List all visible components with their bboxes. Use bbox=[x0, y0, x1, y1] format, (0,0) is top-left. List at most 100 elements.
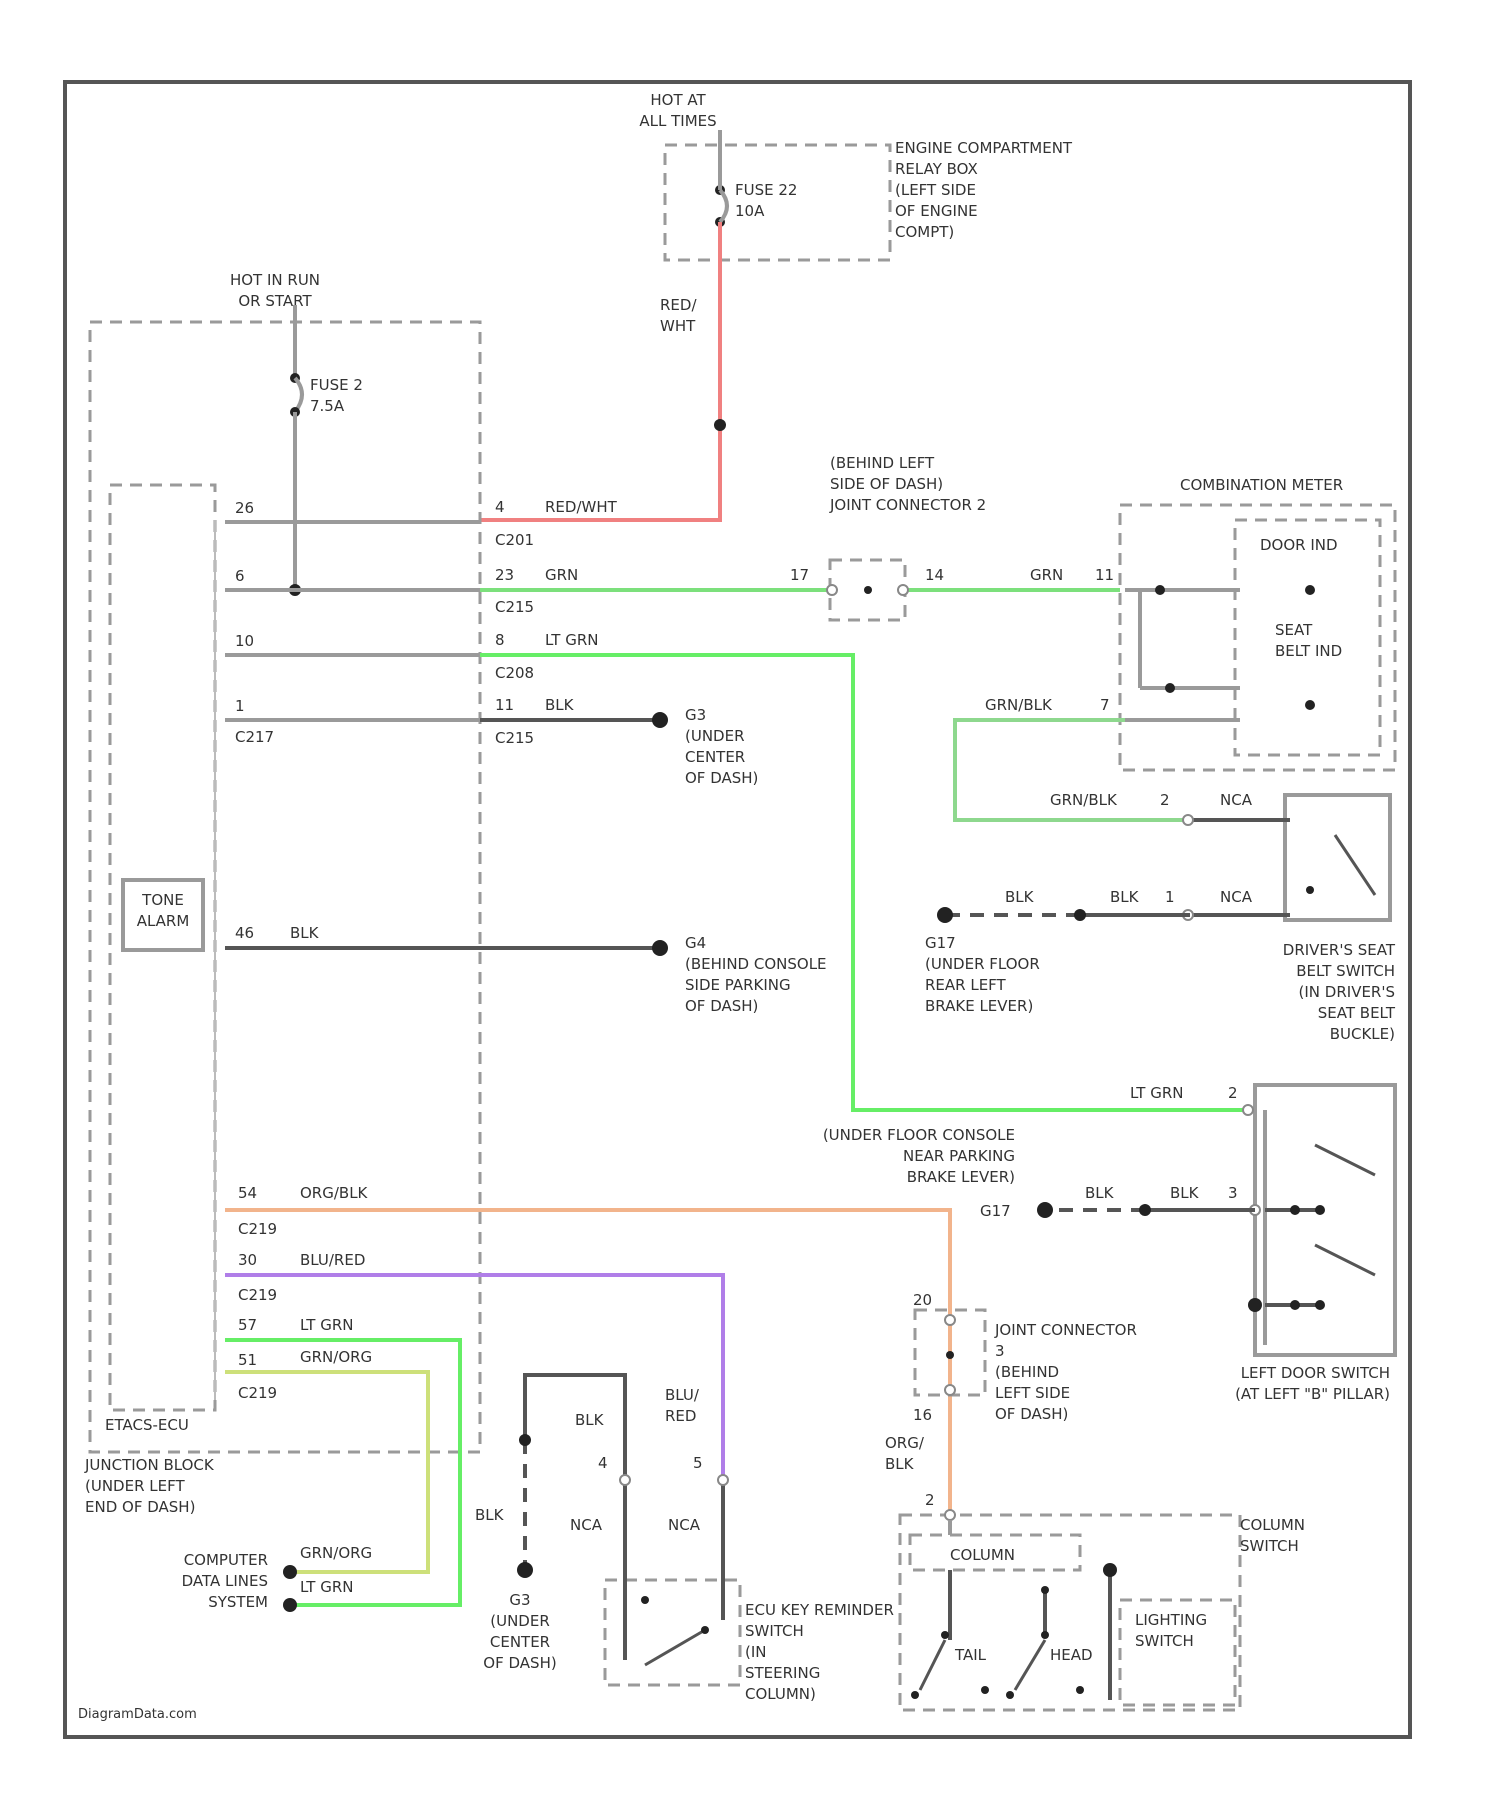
key-reminder-wire-blk: BLK bbox=[575, 1411, 605, 1429]
jc3-pin-20: 20 bbox=[913, 1291, 932, 1309]
data-wire-grn-org: GRN/ORG bbox=[300, 1544, 372, 1562]
door-g17-label: G17 bbox=[980, 1202, 1011, 1220]
jb-wire-grn: GRN bbox=[545, 566, 578, 584]
seat-belt-wire-grn-blk: GRN/BLK bbox=[1050, 791, 1118, 809]
jb-wire-lt-grn: LT GRN bbox=[545, 631, 599, 649]
jc2-pin-17: 17 bbox=[790, 566, 809, 584]
etacs-wire-blk-46: BLK bbox=[290, 924, 320, 942]
seat-belt-nca-a: NCA bbox=[1220, 791, 1253, 809]
combination-meter-label: COMBINATION METER bbox=[1180, 476, 1343, 494]
key-reminder-wire-blk2: BLK bbox=[475, 1506, 505, 1524]
meter-wire-grn-blk: GRN/BLK bbox=[985, 696, 1053, 714]
door-ind-lamp bbox=[1305, 585, 1315, 595]
etacs-wire-grn-org: GRN/ORG bbox=[300, 1348, 372, 1366]
etacs-pin-46: 46 bbox=[235, 924, 254, 942]
data-grn-org-wire bbox=[225, 1372, 428, 1572]
column-label: COLUMN bbox=[950, 1546, 1015, 1564]
tail-label: TAIL bbox=[954, 1646, 987, 1664]
meter-wire-grn: GRN bbox=[1030, 566, 1063, 584]
g3-ground-dot bbox=[652, 712, 668, 728]
jb-wire-blk: BLK bbox=[545, 696, 575, 714]
jb-pin-23: 23 bbox=[495, 566, 514, 584]
etacs-pin-54: 54 bbox=[238, 1184, 257, 1202]
door-ind-label: DOOR IND bbox=[1260, 536, 1338, 554]
jb-pin-8: 8 bbox=[495, 631, 505, 649]
jb-connector-c208: C208 bbox=[495, 664, 534, 682]
etacs-connector-c217: C217 bbox=[235, 728, 274, 746]
left-door-switch: LEFT DOOR SWITCH(AT LEFT "B" PILLAR) 2 3… bbox=[823, 1084, 1395, 1403]
lt-grn-wire bbox=[480, 655, 1248, 1110]
jc3-wire-org-blk: ORG/BLK bbox=[885, 1434, 925, 1473]
jb-pin-labels: 4 RED/WHT C201 23 GRN C215 8 LT GRN C208… bbox=[495, 498, 618, 747]
jb-pin-11: 11 bbox=[495, 696, 514, 714]
door-wire-blk-b: BLK bbox=[1170, 1184, 1200, 1202]
watermark: DiagramData.com bbox=[78, 1707, 197, 1722]
g3-bottom-ground-dot bbox=[517, 1562, 533, 1578]
jb-wire-red-wht: RED/WHT bbox=[545, 498, 618, 516]
etacs-pin-26: 26 bbox=[235, 499, 254, 517]
etacs-connector-c219-b: C219 bbox=[238, 1286, 277, 1304]
head-label: HEAD bbox=[1050, 1646, 1093, 1664]
key-reminder-pin-4: 4 bbox=[598, 1454, 608, 1472]
diagram-frame bbox=[65, 82, 1410, 1737]
etacs-pin-6: 6 bbox=[235, 567, 245, 585]
key-reminder-wire-blu-red: BLU/RED bbox=[665, 1386, 700, 1425]
red-wht-wire bbox=[480, 222, 720, 520]
seat-belt-pin-1: 1 bbox=[1165, 888, 1175, 906]
etacs-pin-1: 1 bbox=[235, 697, 245, 715]
red-wht-vertical-label: RED/WHT bbox=[660, 296, 697, 335]
g3-bottom-ground-label: G3(UNDERCENTEROF DASH) bbox=[483, 1591, 556, 1672]
column-pin-2: 2 bbox=[925, 1491, 935, 1509]
etacs-wire-lt-grn: LT GRN bbox=[300, 1316, 354, 1334]
door-pin-2: 2 bbox=[1228, 1084, 1238, 1102]
jb-pin-4: 4 bbox=[495, 498, 505, 516]
etacs-wire-org-blk: ORG/BLK bbox=[300, 1184, 369, 1202]
etacs-connector-c219-c: C219 bbox=[238, 1384, 277, 1402]
jb-connector-c201: C201 bbox=[495, 531, 534, 549]
door-pin-3: 3 bbox=[1228, 1184, 1238, 1202]
seat-belt-nca-b: NCA bbox=[1220, 888, 1253, 906]
key-reminder-nca-b: NCA bbox=[668, 1516, 701, 1534]
g4-ground-dot bbox=[652, 940, 668, 956]
key-reminder-pin-5: 5 bbox=[693, 1454, 703, 1472]
jb-connector-c215-b: C215 bbox=[495, 729, 534, 747]
seat-belt-ind-lamp bbox=[1305, 700, 1315, 710]
etacs-connector-c219-a: C219 bbox=[238, 1220, 277, 1238]
door-wire-blk-a: BLK bbox=[1085, 1184, 1115, 1202]
door-wire-lt-grn: LT GRN bbox=[1130, 1084, 1184, 1102]
jc3-pin-16: 16 bbox=[913, 1406, 932, 1424]
joint-connector-2: (BEHIND LEFTSIDE OF DASH)JOINT CONNECTOR… bbox=[790, 454, 986, 620]
etacs-wire-blu-red: BLU/RED bbox=[300, 1251, 365, 1269]
etacs-ecu-label: ETACS-ECU bbox=[105, 1416, 189, 1434]
etacs-pin-30: 30 bbox=[238, 1251, 257, 1269]
etacs-pin-57: 57 bbox=[238, 1316, 257, 1334]
meter-pin-7: 7 bbox=[1100, 696, 1110, 714]
seat-belt-pin-2: 2 bbox=[1160, 791, 1170, 809]
key-reminder-nca-a: NCA bbox=[570, 1516, 603, 1534]
seat-belt-wire-blk-b: BLK bbox=[1110, 888, 1140, 906]
meter-pin-11: 11 bbox=[1095, 566, 1114, 584]
etacs-pin-51: 51 bbox=[238, 1351, 257, 1369]
fuse-2-label: FUSE 27.5A bbox=[310, 376, 363, 415]
blu-red-wire bbox=[225, 1275, 723, 1480]
